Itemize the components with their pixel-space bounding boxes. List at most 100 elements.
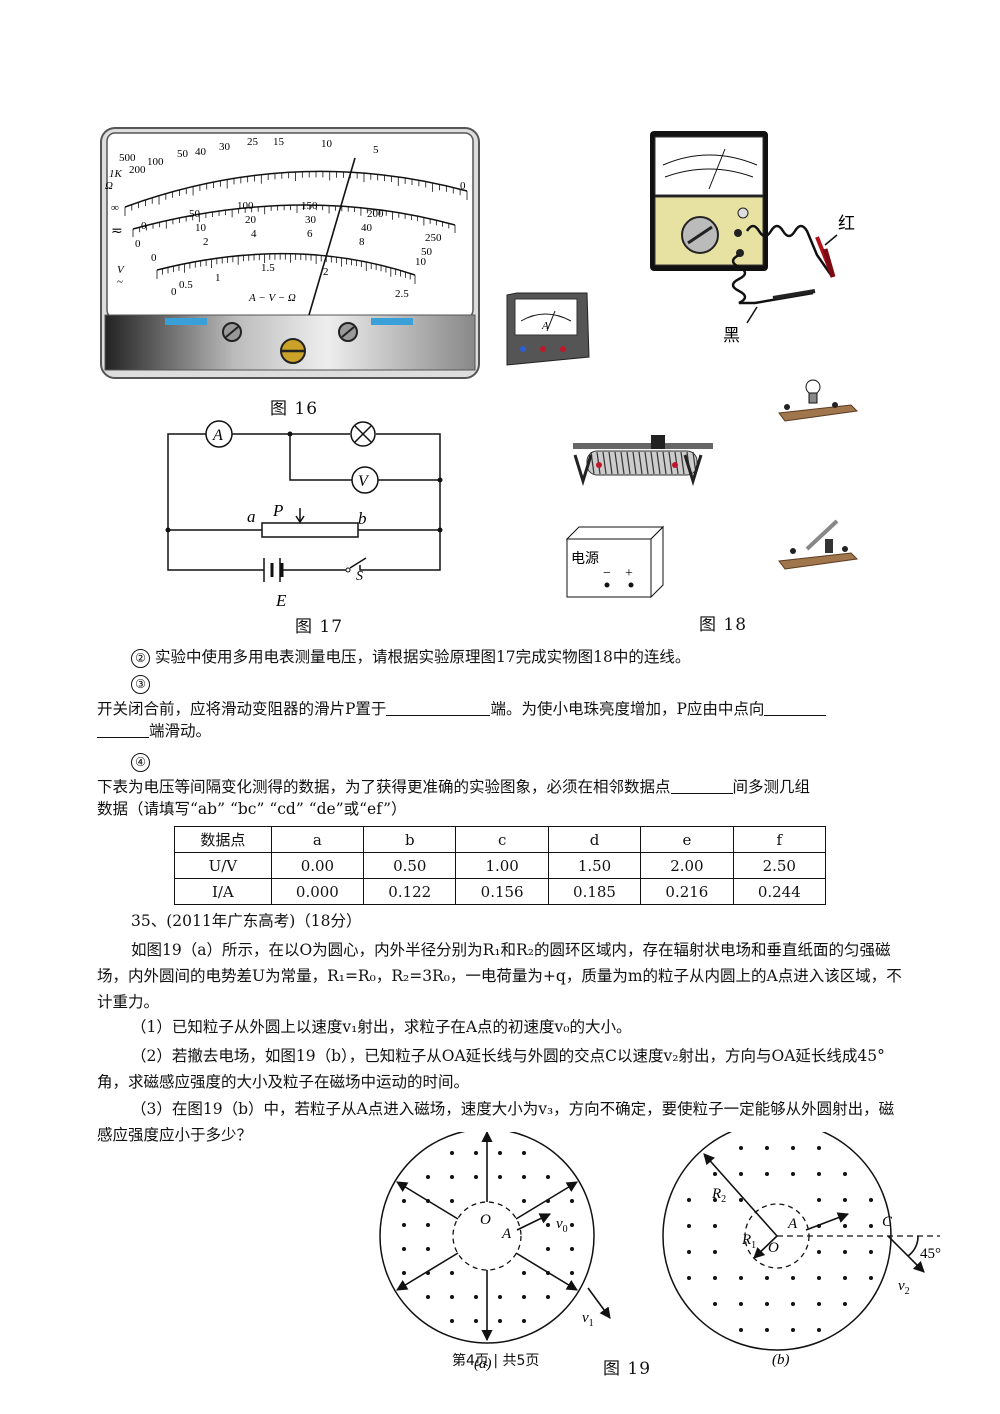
fig19a-sublabel: (a) <box>474 1356 492 1372</box>
field-dot <box>474 1151 478 1155</box>
rheostat-coil <box>644 451 649 475</box>
table-row: I/A 0.000 0.122 0.156 0.185 0.216 0.244 <box>174 878 827 905</box>
rheostat-coil <box>650 451 655 475</box>
figure-17-caption: 图 17 <box>295 617 344 637</box>
fig19b-label-o: O <box>768 1240 779 1256</box>
table-header-cell: f <box>732 826 827 853</box>
field-dot <box>817 1302 821 1306</box>
field-dot <box>546 1247 550 1251</box>
rheostat-coil <box>614 451 619 475</box>
ohm-label-5: 5 <box>373 144 379 156</box>
field-dot <box>402 1271 406 1275</box>
field-dot <box>817 1328 821 1332</box>
field-dot <box>739 1146 743 1150</box>
field-dot <box>546 1295 550 1299</box>
field-dot <box>713 1224 717 1228</box>
figure-18-caption: 图 18 <box>699 615 748 635</box>
table-header-cell: a <box>270 826 365 853</box>
q3-blank-1[interactable] <box>386 699 491 716</box>
table-cell: 2.50 <box>732 852 827 879</box>
q4-blank[interactable] <box>670 777 733 794</box>
dc-label-250: 250 <box>425 232 442 244</box>
field-dot <box>402 1199 406 1203</box>
table-header-cell: c <box>455 826 549 853</box>
field-dot <box>474 1295 478 1299</box>
fig19b-label-a: A <box>787 1216 798 1232</box>
dc3-label-10: 10 <box>415 256 427 268</box>
power-minus: − <box>603 566 611 581</box>
field-dot <box>570 1271 574 1275</box>
symbol-dc: ≂ <box>111 224 123 239</box>
field-dot <box>474 1175 478 1179</box>
field-dot <box>791 1146 795 1150</box>
field-dot <box>739 1276 743 1280</box>
field-dot <box>739 1302 743 1306</box>
q4-text-c: 数据（请填写“ab” “bc” “cd” “de”或“ef”） <box>97 800 407 818</box>
q3-blank-2[interactable] <box>764 699 827 716</box>
table-cell: 0.244 <box>732 878 827 905</box>
rheostat-coil <box>668 451 673 475</box>
power-supply-label: 电源 <box>571 551 599 567</box>
symbol-ac: ~ <box>117 276 123 288</box>
field-dot <box>498 1175 502 1179</box>
field-dot <box>426 1295 430 1299</box>
figure-16-caption: 图 16 <box>270 399 319 419</box>
data-table: 数据点 a b c d e f U/V 0.00 0.50 1.00 1.50 … <box>174 826 827 905</box>
field-dot <box>843 1250 847 1254</box>
field-dot <box>817 1276 821 1280</box>
rheostat-coil <box>662 451 667 475</box>
dc3-label-0: 0 <box>151 252 157 264</box>
field-dot <box>546 1223 550 1227</box>
circuit-label-e: E <box>275 591 287 610</box>
field-dot <box>570 1199 574 1203</box>
field-dot <box>402 1247 406 1251</box>
q3-blank-2-cont[interactable] <box>97 721 149 738</box>
figure-19-caption: 图 19 <box>603 1359 652 1379</box>
field-dot <box>869 1276 873 1280</box>
ohm-label-50: 50 <box>177 148 189 160</box>
table-cell: 0.00 <box>270 852 365 879</box>
magnetic-field-dots-a <box>402 1151 574 1323</box>
rheostat-coil <box>638 451 643 475</box>
ohm-label-500: 500 <box>119 152 136 164</box>
symbol-v: V <box>117 264 125 276</box>
dc-label-0: 0 <box>141 220 147 232</box>
table-header-cell: e <box>640 826 734 853</box>
field-dot <box>869 1198 873 1202</box>
field-dot <box>817 1146 821 1150</box>
power-plus: + <box>625 566 633 581</box>
field-dot <box>843 1276 847 1280</box>
question-4-number: ④ <box>97 750 903 772</box>
question-4: 下表为电压等间隔变化测得的数据，为了获得更准确的实验图象，必须在相邻数据点间多测… <box>97 776 903 820</box>
table-header-cell: 数据点 <box>174 826 272 853</box>
field-dot <box>843 1302 847 1306</box>
ohm-label-40: 40 <box>195 146 207 158</box>
field-dot <box>843 1198 847 1202</box>
field-dot <box>765 1276 769 1280</box>
fig19a-v0: v0 <box>556 1216 568 1235</box>
dc2-label-0: 0 <box>135 238 141 250</box>
field-dot <box>713 1172 717 1176</box>
dc2-label-50: 50 <box>421 246 433 258</box>
small-ammeter-letter: A <box>541 320 549 332</box>
problem-35-title: 35、(2011年广东高考)（18分） <box>131 912 362 930</box>
red-lead-label: 红 <box>838 214 855 233</box>
ac-label-0: 0 <box>171 286 177 298</box>
field-dot <box>570 1247 574 1251</box>
field-dot <box>739 1328 743 1332</box>
question-3-number: ③ <box>97 672 903 694</box>
field-dot <box>402 1223 406 1227</box>
rheostat-coil <box>608 451 613 475</box>
field-dot <box>474 1319 478 1323</box>
problem-35-q2: （2）若撤去电场，如图19（b），已知粒子从OA延长线与外圆的交点C以速度v₂射… <box>97 1047 885 1091</box>
unit-label: A − V − Ω <box>248 292 296 304</box>
field-dot <box>687 1224 691 1228</box>
field-dot <box>450 1319 454 1323</box>
table-cell: 0.185 <box>547 878 642 905</box>
dc2-label-40: 40 <box>361 222 373 234</box>
ac-label-1: 1 <box>215 272 221 284</box>
table-cell: I/A <box>174 878 272 905</box>
field-dot <box>791 1276 795 1280</box>
field-dot <box>522 1271 526 1275</box>
dc-label-50: 50 <box>189 208 201 220</box>
